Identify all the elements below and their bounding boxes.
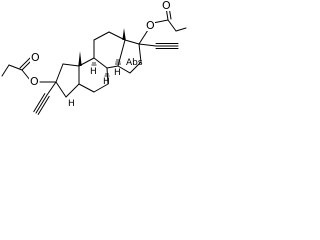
atom-labels: O O O O H H H H Abs	[29, 0, 171, 109]
ring-c	[93, 31, 126, 69]
atom-o-left-carbonyl: O	[31, 51, 40, 64]
c2-ethynyl	[33, 81, 57, 115]
c18-methyl-wedge	[122, 28, 126, 40]
stereo-h-c5: H	[68, 99, 75, 109]
atom-o-top-link: O	[146, 19, 155, 32]
molecule-structure: O O O O H H H H Abs	[1, 0, 187, 115]
c17-ethynyl	[138, 43, 179, 49]
ring-a	[55, 51, 82, 98]
top-propionate-ester	[138, 6, 187, 45]
c19-methyl-wedge	[78, 51, 82, 66]
left-propionate-ester	[1, 57, 57, 83]
atom-o-left-link: O	[30, 75, 39, 88]
stereo-h-c14: H	[114, 68, 121, 78]
abs-stereo-label: Abs	[126, 58, 143, 68]
stereo-hashes	[91, 59, 121, 77]
atom-o-top-carbonyl: O	[162, 0, 171, 12]
stereo-h-c8: H	[103, 77, 110, 87]
stereo-h-c9: H	[90, 67, 97, 77]
